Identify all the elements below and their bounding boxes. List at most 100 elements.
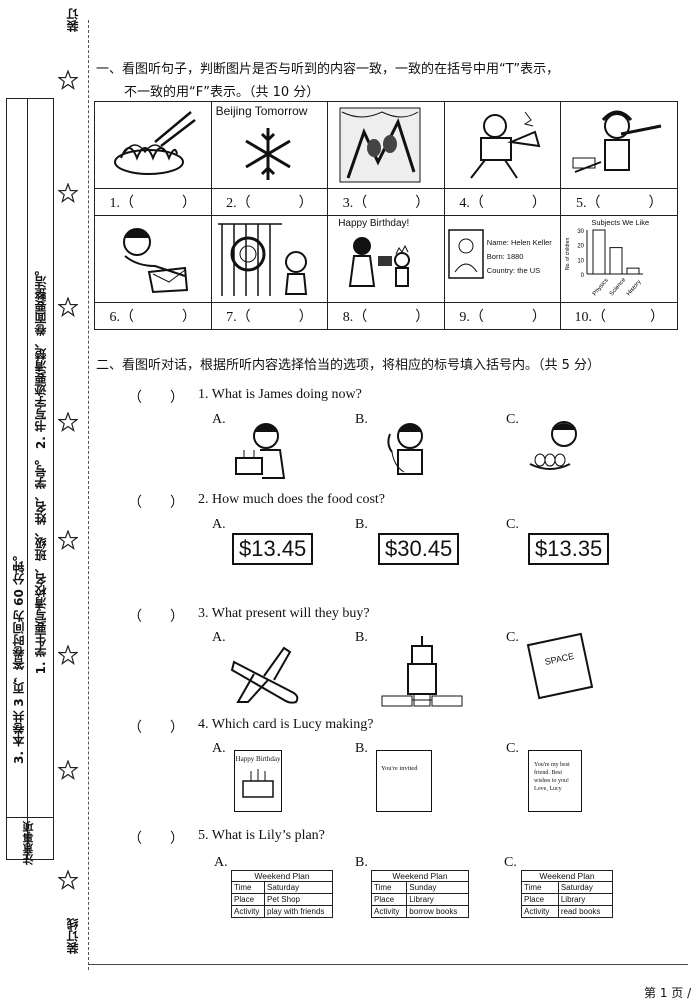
answer-paren-q5[interactable]: （）: [128, 832, 184, 847]
star-icon: [58, 645, 78, 665]
chart-title: Subjects We Like: [591, 218, 650, 227]
section2-title: 二、看图听对话，根据所听内容选择恰当的选项，将相应的标号填入括号内。（共 5 分…: [96, 358, 601, 373]
option-label: A.: [214, 855, 228, 870]
chart-category-label: Physics: [592, 278, 610, 298]
price-option-b[interactable]: $30.45: [378, 533, 460, 565]
profile-country: Country: the US: [486, 266, 541, 275]
boy-eggs-icon[interactable]: [524, 418, 588, 478]
snowflake-icon: [244, 128, 291, 180]
chart-bar: [592, 229, 606, 275]
boy-phone-icon[interactable]: [380, 418, 440, 484]
answer-blank-8[interactable]: 8.（）: [327, 302, 445, 330]
answer-paren-q2[interactable]: （）: [128, 496, 184, 511]
answer-blank-5[interactable]: 5.（）: [560, 188, 678, 216]
answer-blank-2[interactable]: 2.（）: [210, 188, 329, 216]
answer-blank-3[interactable]: 3.（）: [327, 188, 445, 216]
snowflake-cell: Beijing Tomorrow: [212, 102, 328, 188]
girl-flute-icon: [561, 102, 677, 188]
option-label: A.: [212, 412, 226, 427]
plan-title: Weekend Plan: [371, 870, 469, 881]
option-label: A.: [212, 517, 226, 532]
answer-blank-9[interactable]: 9.（）: [443, 302, 562, 330]
section1-title: 一、看图听句子，判断图片是否与听到的内容一致，一致的在括号中用“T”表示，: [96, 62, 560, 77]
birthday-card-text: Happy Birthday: [235, 755, 281, 763]
friend-card-text: You're my best friend. Best wishes to yo…: [534, 762, 570, 792]
notes-box: 1. 学生要写清校名、班级、姓名、学号。 2. 书写字迹要清楚、卷面要整洁。 3…: [6, 98, 54, 865]
answer-paren-q4[interactable]: （）: [128, 721, 184, 736]
chart-y-label: No. of children: [565, 238, 571, 270]
binding-bottom-label: 装订线: [66, 918, 80, 954]
chart-category-label: Science: [609, 277, 628, 298]
option-label: A.: [212, 630, 226, 645]
plan-title: Weekend Plan: [521, 870, 613, 881]
chart-bar: [609, 247, 623, 275]
option-label: B.: [355, 517, 368, 532]
chart-tick-label: 0: [581, 273, 585, 279]
option-label: C.: [506, 741, 519, 756]
boy-writing-icon: [95, 216, 211, 302]
friend-card-option[interactable]: You're my best friend. Best wishes to yo…: [528, 750, 582, 812]
page-number: 第 1 页 /: [644, 986, 692, 1000]
space-book-title: SPACE: [543, 650, 576, 667]
plan-title: Weekend Plan: [231, 870, 333, 881]
answer-blank-6[interactable]: 6.（）: [94, 302, 212, 330]
notes-line-1: 1. 学生要写清校名、班级、姓名、学号。 2. 书写字迹要清楚、卷面要整洁。: [34, 264, 48, 675]
noodles-icon: [95, 102, 211, 188]
star-icon: [58, 412, 78, 432]
question-2: 2. How much does the food cost?: [198, 492, 386, 507]
answer-paren-q1[interactable]: （）: [128, 391, 184, 406]
notes-line-2: 3. 本卷共 3 页，答卷时间为 60 分钟。: [12, 549, 26, 764]
birthday-card-option[interactable]: Happy Birthday: [234, 750, 282, 812]
binding-dashed-line: [88, 20, 90, 970]
option-label: C.: [506, 630, 519, 645]
profile-born: Born: 1880: [486, 252, 524, 261]
binding-top-label: 装订: [66, 8, 80, 32]
option-label: C.: [506, 412, 519, 427]
question-5: 5. What is Lily’s plan?: [198, 828, 325, 843]
answer-blank-10[interactable]: 10.（）: [560, 302, 678, 330]
weather-caption: Beijing Tomorrow: [215, 104, 308, 118]
option-label: C.: [506, 517, 519, 532]
birthday-gift-icon: [349, 237, 411, 287]
airplane-icon[interactable]: [228, 640, 302, 710]
answer-blank-7[interactable]: 7.（）: [210, 302, 329, 330]
price-option-c[interactable]: $13.35: [528, 533, 610, 565]
profile-card-icon: Name: Helen Keller Born: 1880 Country: t…: [445, 216, 561, 302]
birthday-caption: Happy Birthday!: [338, 218, 410, 229]
chart-category-label: History: [626, 279, 643, 297]
notes-title: 注意事项: [22, 821, 35, 865]
answer-blank-4[interactable]: 4.（）: [443, 188, 562, 216]
answer-blank-1[interactable]: 1.（）: [94, 188, 212, 216]
option-label: B.: [355, 855, 368, 870]
question-4: 4. Which card is Lucy making?: [198, 717, 374, 732]
star-icon: [58, 297, 78, 317]
price-option-a[interactable]: $13.45: [232, 533, 314, 565]
boy-birthday-cake-icon[interactable]: [232, 418, 292, 482]
star-icon: [58, 870, 78, 890]
birthday-gift-cell: Happy Birthday!: [328, 216, 444, 302]
option-label: B.: [355, 412, 368, 427]
option-label: A.: [212, 741, 226, 756]
chart-bar: [626, 267, 640, 275]
invitation-card-text: You're invited: [381, 765, 418, 772]
satellite-icon[interactable]: [380, 634, 464, 714]
question-3: 3. What present will they buy?: [198, 606, 370, 621]
section1-title-2: 不一致的用“F”表示。（共 10 分）: [124, 85, 320, 100]
option-label: B.: [355, 630, 368, 645]
star-icon: [58, 530, 78, 550]
invitation-card-option[interactable]: You're invited: [376, 750, 432, 812]
birds-tree-icon: [328, 102, 444, 188]
space-book-icon[interactable]: SPACE: [526, 632, 594, 700]
option-label: B.: [355, 741, 368, 756]
question-1: 1. What is James doing now?: [198, 387, 362, 402]
profile-name: Name: Helen Keller: [486, 238, 552, 247]
bottom-rule: [88, 964, 688, 965]
star-icon: [58, 183, 78, 203]
boy-running-icon: [445, 102, 561, 188]
answer-paren-q3[interactable]: （）: [128, 610, 184, 625]
